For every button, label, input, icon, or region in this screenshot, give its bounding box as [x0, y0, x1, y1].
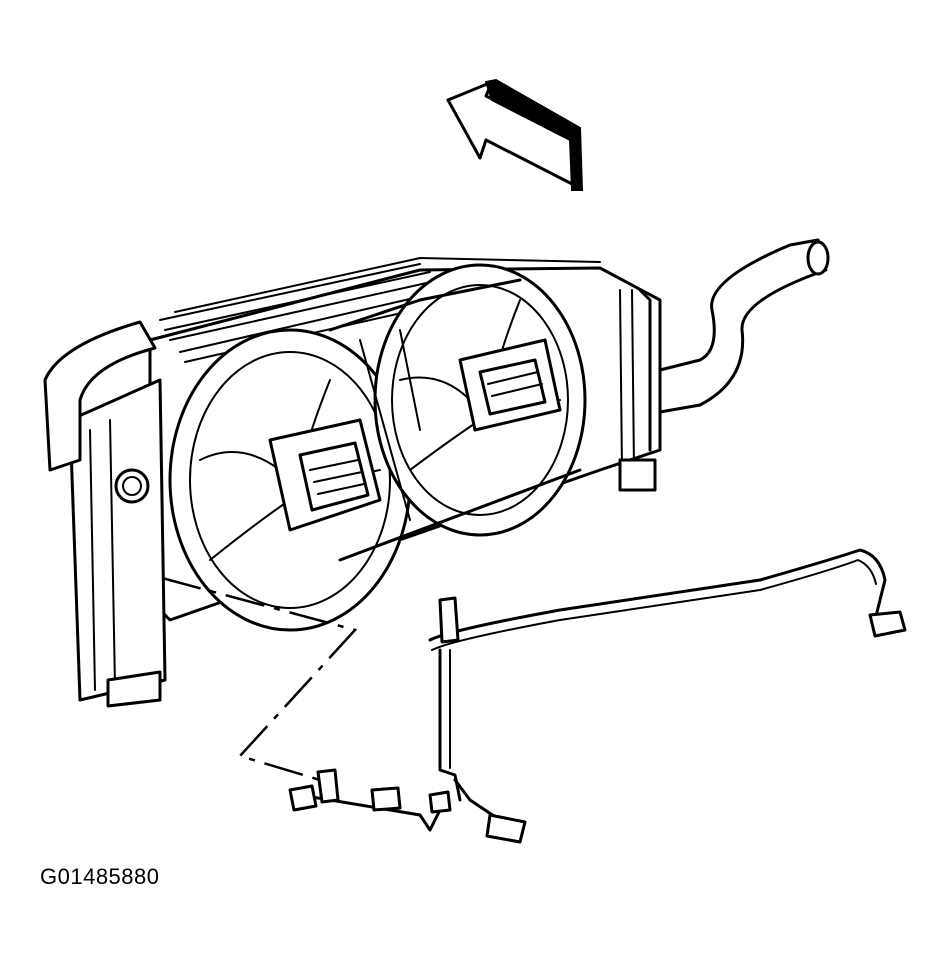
harness-bracket-detail	[288, 768, 452, 832]
radiator-left-tank	[43, 320, 167, 708]
front-of-vehicle-arrow-icon	[446, 78, 584, 191]
right-cooling-fan	[373, 263, 587, 537]
radiator-right-hose	[618, 238, 830, 492]
figure-id-label: G01485880	[40, 864, 160, 889]
fan-shroud-struts	[328, 278, 582, 562]
left-cooling-fan	[168, 328, 412, 632]
wiring-harness	[428, 548, 907, 844]
detail-leader-line	[161, 576, 358, 782]
